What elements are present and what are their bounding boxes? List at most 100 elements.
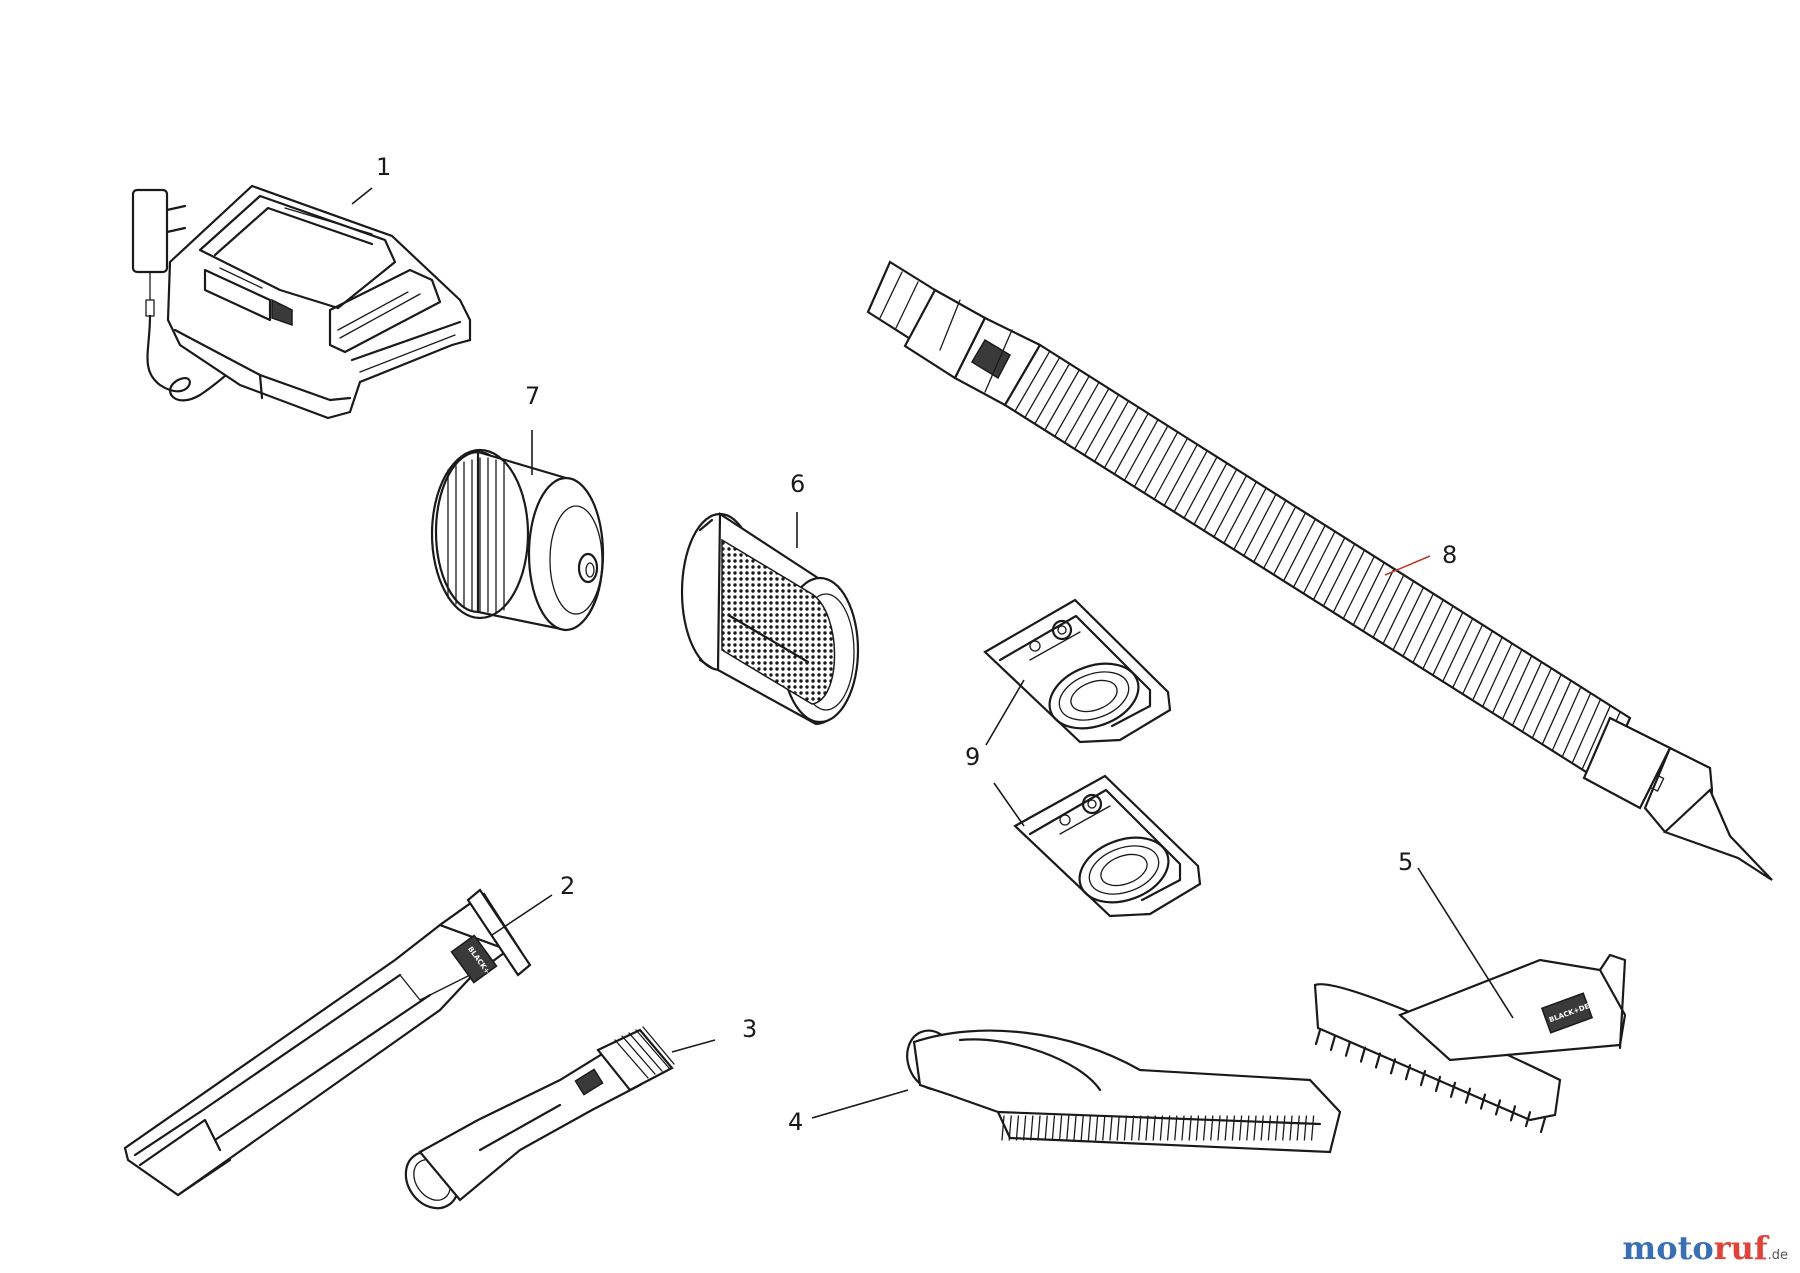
callout-9-group: 9 [965, 679, 1025, 827]
decor-stroke [1166, 1115, 1171, 1141]
decor-stroke [1153, 437, 1189, 500]
filter-pleats [447, 457, 505, 613]
part-7-pleated-filter: 7 [430, 382, 605, 632]
decor-stroke [1302, 530, 1336, 595]
decor-stroke [1282, 518, 1316, 582]
decor-stroke [1080, 1115, 1084, 1141]
callout-6: 6 [790, 470, 805, 498]
decor-stroke [1143, 431, 1179, 494]
decor-stroke [1246, 1115, 1250, 1141]
decor-stroke [1203, 468, 1238, 532]
decor-stroke [1233, 487, 1267, 551]
decor-stroke [1412, 599, 1444, 664]
decor-stroke [1133, 425, 1169, 488]
part-1-charging-base: 1 [131, 153, 472, 420]
decor-stroke [1163, 443, 1198, 507]
part-4-upholstery-brush: 4 [788, 1029, 1342, 1154]
decor-stroke [1210, 1115, 1214, 1141]
decor-stroke [1116, 1115, 1120, 1141]
part-5-pet-brush: BLACK+DECKER 5 [1313, 848, 1627, 1134]
decor-stroke [1342, 555, 1375, 620]
decor-stroke [1404, 1064, 1412, 1081]
decor-stroke [1442, 617, 1474, 683]
decor-stroke [1022, 1115, 1027, 1141]
decor-stroke [1193, 462, 1228, 526]
decor-stroke [1223, 481, 1257, 544]
decor-stroke [1181, 1115, 1185, 1141]
decor-stroke [1202, 1115, 1207, 1141]
decor-stroke [1224, 1115, 1228, 1141]
hose-ribs [1004, 344, 1631, 783]
decor-stroke [1001, 1115, 1005, 1141]
callout-4: 4 [788, 1108, 803, 1136]
decor-stroke [1289, 1115, 1293, 1141]
decor-stroke [1359, 1046, 1367, 1063]
part-9-seal-pad-lower [1013, 774, 1202, 918]
decor-stroke [1253, 499, 1287, 563]
decor-stroke [1312, 537, 1346, 601]
decor-stroke [1551, 686, 1582, 752]
brush-bristles-part-4 [1001, 1115, 1315, 1141]
decor-stroke [1402, 593, 1434, 657]
decor-stroke [1037, 1115, 1041, 1141]
decor-stroke [1138, 1115, 1142, 1141]
decor-stroke [1374, 1052, 1382, 1069]
decor-stroke [1054, 375, 1090, 438]
decor-stroke [1174, 1115, 1178, 1141]
decor-stroke [1389, 1058, 1397, 1075]
part-9-seal-pad-upper [983, 598, 1172, 744]
decor-stroke [1183, 456, 1218, 519]
decor-stroke [1303, 1115, 1308, 1141]
decor-stroke [1352, 561, 1385, 626]
decor-stroke [1310, 1115, 1315, 1141]
decor-stroke [1064, 381, 1100, 444]
decor-stroke [1491, 648, 1523, 714]
decor-stroke [1217, 1115, 1221, 1141]
decor-stroke [1030, 1115, 1034, 1141]
watermark-part-1: moto [1622, 1229, 1714, 1267]
decor-stroke [1314, 1028, 1322, 1046]
callout-1: 1 [376, 153, 391, 181]
decor-stroke [1322, 543, 1356, 607]
decor-stroke [1382, 580, 1415, 645]
decor-stroke [1296, 1115, 1300, 1141]
decor-stroke [1231, 1115, 1236, 1141]
decor-stroke [1419, 1069, 1427, 1087]
decor-stroke [1472, 636, 1503, 701]
decor-stroke [1008, 1115, 1012, 1141]
decor-stroke [1372, 574, 1405, 639]
decor-stroke [1501, 655, 1533, 720]
decor-stroke [1113, 412, 1149, 475]
callout-2: 2 [560, 872, 575, 900]
part-3-dusting-brush: 3 [404, 1015, 757, 1210]
decor-stroke [1034, 362, 1071, 425]
decor-stroke [1024, 356, 1061, 419]
decor-stroke [1509, 1105, 1517, 1122]
decor-stroke [1282, 1115, 1286, 1141]
decor-stroke [1188, 1115, 1192, 1141]
decor-stroke [1123, 418, 1159, 482]
brush-bristles-part-5 [1314, 1028, 1547, 1134]
callout-9: 9 [965, 743, 980, 771]
decor-stroke [1434, 1075, 1442, 1093]
decor-stroke [1173, 450, 1208, 513]
decor-stroke [1274, 1115, 1279, 1141]
decor-stroke [1152, 1115, 1156, 1141]
decor-stroke [1344, 1040, 1352, 1057]
decor-stroke [1253, 1115, 1257, 1141]
decor-stroke [1263, 505, 1297, 570]
decor-stroke [1362, 568, 1395, 632]
decor-stroke [1243, 493, 1277, 557]
decor-stroke [1044, 1115, 1048, 1141]
decor-stroke [1238, 1115, 1243, 1141]
decor-stroke [1103, 406, 1139, 469]
brush-bristles-part-3 [614, 1026, 675, 1079]
decor-stroke [1292, 524, 1326, 588]
decor-stroke [1014, 350, 1051, 412]
decor-stroke [1109, 1115, 1113, 1141]
decor-stroke [1581, 704, 1611, 771]
decor-stroke [1073, 1115, 1077, 1141]
decor-stroke [1213, 474, 1248, 538]
decor-stroke [1066, 1115, 1070, 1141]
decor-stroke [1571, 698, 1602, 764]
